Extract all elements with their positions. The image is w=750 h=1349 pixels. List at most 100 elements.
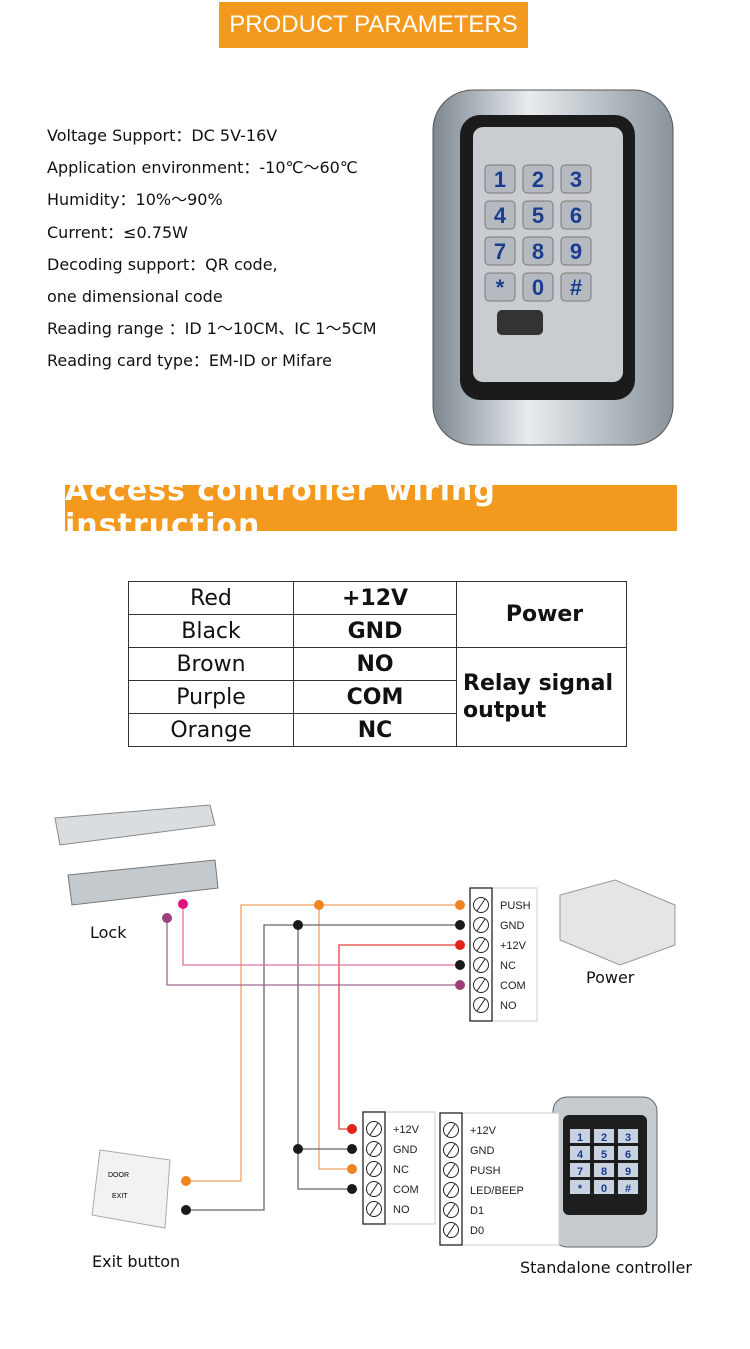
keypad-key: 3 [618, 1129, 638, 1144]
spec-list: Voltage Support：DC 5V-16V Application en… [47, 120, 377, 378]
svg-text:3: 3 [625, 1132, 631, 1144]
terminal-label: NO [500, 1000, 517, 1012]
svg-text:6: 6 [625, 1149, 631, 1161]
wire-junction-dot [347, 1164, 357, 1174]
svg-text:8: 8 [601, 1166, 607, 1178]
controller-image: 1 2 3 4 5 6 7 8 9 * 0 # [552, 1096, 658, 1248]
terminal-label: D1 [470, 1205, 484, 1217]
spec-item: one dimensional code [47, 287, 223, 307]
keypad-key: 8 [522, 236, 554, 266]
keypad-key: 7 [484, 236, 516, 266]
wire-junction-dot [181, 1205, 191, 1215]
keypad-key: 4 [484, 200, 516, 230]
keypad-key: * [570, 1180, 590, 1195]
terminal-label: D0 [470, 1225, 484, 1237]
svg-text:0: 0 [601, 1183, 607, 1195]
svg-text:7: 7 [577, 1166, 583, 1178]
keypad-key: * [484, 272, 516, 302]
wire-junction-dot [455, 900, 465, 910]
svg-text:#: # [625, 1183, 631, 1195]
lock-image [54, 804, 219, 906]
wire-color: Purple [128, 680, 294, 714]
power-label: Power [586, 968, 635, 987]
wiring-banner: Access controller wiring instruction [65, 473, 677, 543]
svg-text:*: * [578, 1183, 583, 1195]
svg-text:1: 1 [577, 1132, 583, 1144]
keypad-key: 0 [594, 1180, 614, 1195]
wire-junction-dot [455, 960, 465, 970]
spec-item: Reading card type：EM-ID or Mifare [47, 351, 332, 371]
wire-signal: COM [293, 680, 457, 714]
svg-text:9: 9 [570, 239, 582, 264]
svg-text:1: 1 [494, 167, 506, 192]
group-label: Relay signal output [456, 647, 627, 747]
terminal-label: COM [500, 980, 526, 992]
controller-label: Standalone controller [520, 1258, 692, 1277]
wire-junction-dot [455, 980, 465, 990]
keypad-key: 1 [484, 164, 516, 194]
keypad-key: 5 [522, 200, 554, 230]
svg-text:5: 5 [532, 203, 544, 228]
terminal-label: +12V [500, 940, 527, 952]
keypad-key: 4 [570, 1146, 590, 1161]
keypad-key: 3 [560, 164, 592, 194]
keypad-key: 9 [618, 1163, 638, 1178]
wire-color: Black [128, 614, 294, 648]
svg-text:*: * [496, 275, 505, 300]
keypad-key: 1 [570, 1129, 590, 1144]
svg-text:5: 5 [601, 1149, 607, 1161]
keypad-key: 7 [570, 1163, 590, 1178]
keypad-key: 0 [522, 272, 554, 302]
wire-junction-dot [347, 1144, 357, 1154]
terminal-label: LED/BEEP [470, 1185, 524, 1197]
wire-junction-dot [347, 1124, 357, 1134]
wire-junction-dot [455, 920, 465, 930]
spec-item: Humidity：10%～90% [47, 190, 223, 210]
svg-text:#: # [570, 275, 582, 300]
terminal-label: NO [393, 1204, 410, 1216]
keypad-key: 6 [560, 200, 592, 230]
wire-junction-dot [314, 900, 324, 910]
keypad-key: 6 [618, 1146, 638, 1161]
svg-text:7: 7 [494, 239, 506, 264]
keypad-key: # [560, 272, 592, 302]
keypad-key: # [618, 1180, 638, 1195]
terminal-label: GND [500, 920, 525, 932]
spec-item: Decoding support：QR code, [47, 254, 278, 274]
spec-item: Current：≤0.75W [47, 222, 188, 242]
keypad-key: 9 [560, 236, 592, 266]
keypad-key: 2 [594, 1129, 614, 1144]
power-supply-image [559, 879, 676, 966]
keypad-key: 5 [594, 1146, 614, 1161]
svg-text:3: 3 [570, 167, 582, 192]
keypad-key: 8 [594, 1163, 614, 1178]
wire-junction-dot [181, 1176, 191, 1186]
terminal-label: GND [470, 1145, 495, 1157]
group-label: Power [456, 581, 627, 648]
wire-junction-dot [455, 940, 465, 950]
svg-text:2: 2 [532, 167, 544, 192]
terminal-label: PUSH [470, 1165, 501, 1177]
svg-text:4: 4 [494, 203, 507, 228]
keypad-key: 2 [522, 164, 554, 194]
wire-color: Brown [128, 647, 294, 681]
terminal-label: GND [393, 1144, 418, 1156]
exit-text: DOOR [108, 1172, 129, 1179]
lock-label: Lock [90, 923, 127, 942]
wire-signal: NC [293, 713, 457, 747]
terminal-label: PUSH [500, 900, 531, 912]
wire-junction-dot [293, 920, 303, 930]
svg-text:4: 4 [577, 1149, 584, 1161]
svg-text:2: 2 [601, 1132, 607, 1144]
wire-signal: NO [293, 647, 457, 681]
svg-text:9: 9 [625, 1166, 631, 1178]
spec-item: Reading range ：ID 1～10CM、IC 1～5CM [47, 319, 377, 339]
wire-signal: +12V [293, 581, 457, 615]
